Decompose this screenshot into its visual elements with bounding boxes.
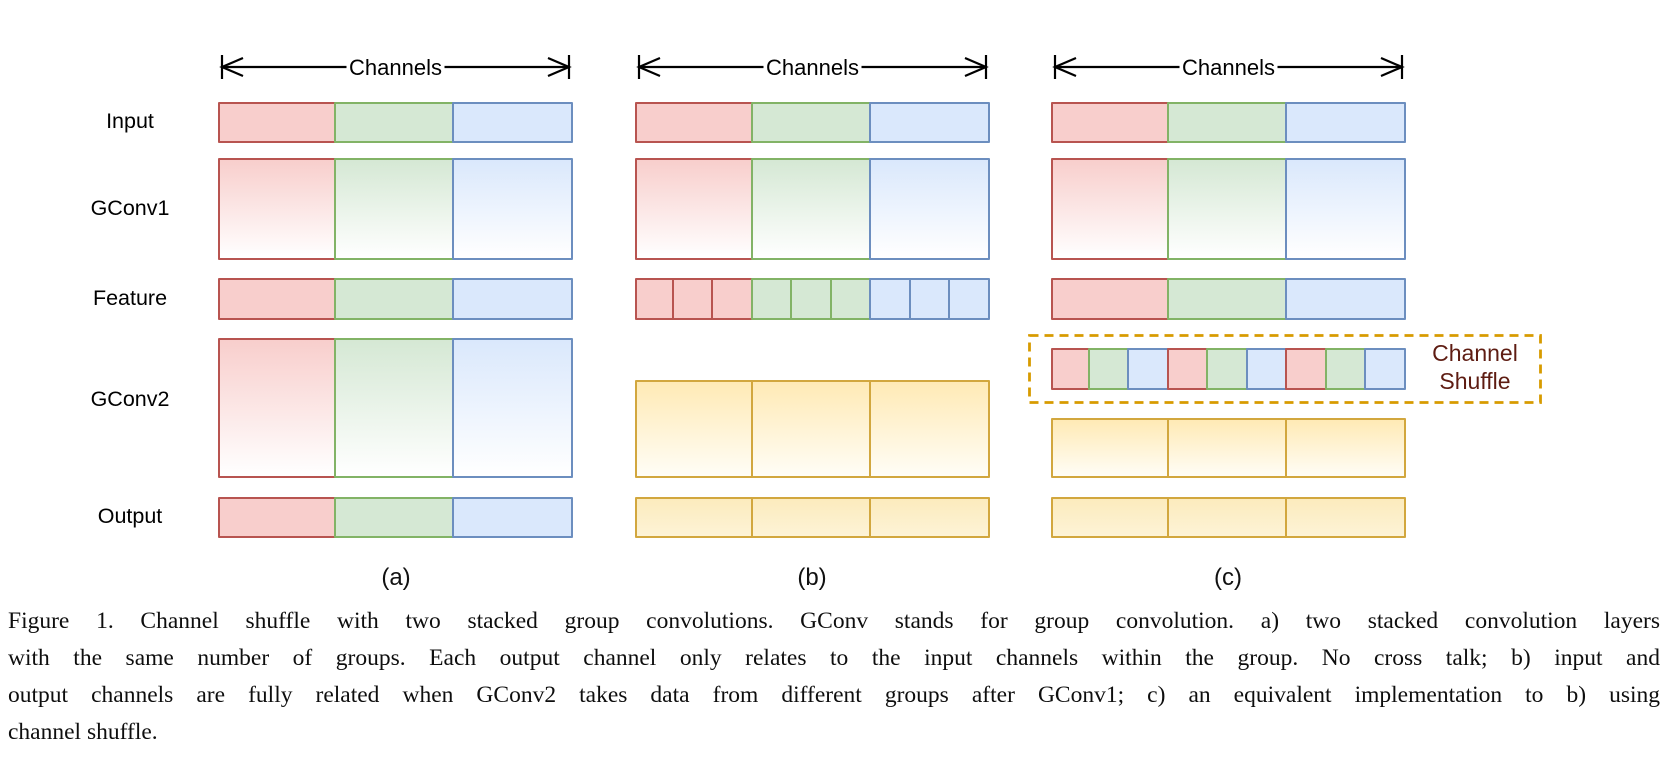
- channels-label: Channels: [349, 55, 442, 80]
- feature-block-blue-8: [948, 278, 990, 320]
- shuffled-feature-block-blue-5: [1245, 348, 1288, 390]
- caption-line: with the same number of groups. Each out…: [8, 645, 1660, 671]
- caption-line: Figure 1. Channel shuffle with two stack…: [8, 608, 1660, 634]
- gconv1-block-blue-2: [1285, 158, 1406, 260]
- gconv1-block-blue-2: [869, 158, 990, 260]
- feature-block-green-1: [1166, 278, 1288, 320]
- feature-block-blue-7: [908, 278, 951, 320]
- feature-block-red-0: [635, 278, 675, 320]
- row-label-feature: Feature: [92, 286, 168, 310]
- row-label-output: Output: [97, 504, 163, 528]
- channel-shuffle-dashed-box: [1028, 334, 1542, 404]
- feature-block-red-2: [711, 278, 754, 320]
- row-label-input: Input: [106, 109, 154, 133]
- shuffled-feature-block-red-3: [1166, 348, 1209, 390]
- channels-span-arrow: Channels: [636, 54, 989, 80]
- gconv1-block-red-0: [218, 158, 337, 260]
- panel-letter-b: (b): [797, 564, 827, 591]
- gconv2-block-red-0: [218, 338, 337, 478]
- output-block-yellow-2: [869, 497, 990, 538]
- shuffled-feature-block-green-4: [1206, 348, 1249, 390]
- channels-span-arrow: Channels: [1052, 54, 1405, 80]
- feature-block-green-1: [333, 278, 455, 320]
- output-block-blue-2: [452, 497, 573, 538]
- feature-block-green-3: [750, 278, 793, 320]
- row-label-gconv2: GConv2: [90, 387, 170, 411]
- channel-shuffle-label-line2: Shuffle: [1439, 367, 1511, 394]
- output-block-red-0: [218, 497, 337, 538]
- output-block-green-1: [333, 497, 455, 538]
- gconv1-block-green-1: [750, 158, 872, 260]
- output-block-yellow-0: [635, 497, 754, 538]
- channels-label: Channels: [766, 55, 859, 80]
- gconv2-block-yellow-2: [1285, 418, 1406, 478]
- shuffled-feature-block-blue-8: [1364, 348, 1406, 390]
- feature-block-red-0: [218, 278, 337, 320]
- gconv1-block-green-1: [333, 158, 455, 260]
- channels-span-arrow: Channels: [219, 54, 572, 80]
- feature-block-red-1: [671, 278, 714, 320]
- gconv1-block-red-0: [635, 158, 754, 260]
- shuffled-feature-block-red-0: [1051, 348, 1091, 390]
- gconv2-block-blue-2: [452, 338, 573, 478]
- output-block-yellow-1: [1166, 497, 1288, 538]
- row-label-gconv1: GConv1: [90, 196, 170, 220]
- shuffled-feature-block-green-1: [1087, 348, 1130, 390]
- input-block-blue-2: [869, 102, 990, 143]
- feature-block-blue-6: [869, 278, 912, 320]
- shuffled-feature-block-red-6: [1285, 348, 1328, 390]
- figure-caption: Figure 1. Channel shuffle with two stack…: [8, 603, 1660, 751]
- gconv1-block-red-0: [1051, 158, 1170, 260]
- gconv1-block-green-1: [1166, 158, 1288, 260]
- feature-block-green-5: [829, 278, 872, 320]
- output-block-yellow-2: [1285, 497, 1406, 538]
- output-block-yellow-1: [750, 497, 872, 538]
- gconv2-block-yellow-0: [1051, 418, 1170, 478]
- panel-letter-a: (a): [381, 564, 411, 591]
- output-block-yellow-0: [1051, 497, 1170, 538]
- input-block-red-0: [1051, 102, 1170, 143]
- gconv2-block-yellow-1: [1166, 418, 1288, 478]
- feature-block-blue-2: [452, 278, 573, 320]
- caption-line: output channels are fully related when G…: [8, 682, 1660, 708]
- panel-letter-c: (c): [1214, 564, 1242, 591]
- panel-a: Channels: [218, 0, 573, 560]
- input-block-green-1: [750, 102, 872, 143]
- shuffled-feature-block-green-7: [1324, 348, 1367, 390]
- feature-block-green-4: [790, 278, 833, 320]
- input-block-red-0: [635, 102, 754, 143]
- gconv2-block-yellow-2: [869, 380, 990, 478]
- input-block-green-1: [333, 102, 455, 143]
- gconv2-block-green-1: [333, 338, 455, 478]
- input-block-blue-2: [1285, 102, 1406, 143]
- gconv1-block-blue-2: [452, 158, 573, 260]
- input-block-green-1: [1166, 102, 1288, 143]
- gconv2-block-yellow-0: [635, 380, 754, 478]
- input-block-blue-2: [452, 102, 573, 143]
- caption-line: channel shuffle.: [8, 719, 158, 745]
- channel-shuffle-label-line1: Channel: [1432, 340, 1518, 366]
- panel-b: Channels: [635, 0, 990, 560]
- gconv2-block-yellow-1: [750, 380, 872, 478]
- feature-block-blue-2: [1285, 278, 1406, 320]
- input-block-red-0: [218, 102, 337, 143]
- feature-block-red-0: [1051, 278, 1170, 320]
- shuffled-feature-block-blue-2: [1127, 348, 1170, 390]
- channels-label: Channels: [1182, 55, 1275, 80]
